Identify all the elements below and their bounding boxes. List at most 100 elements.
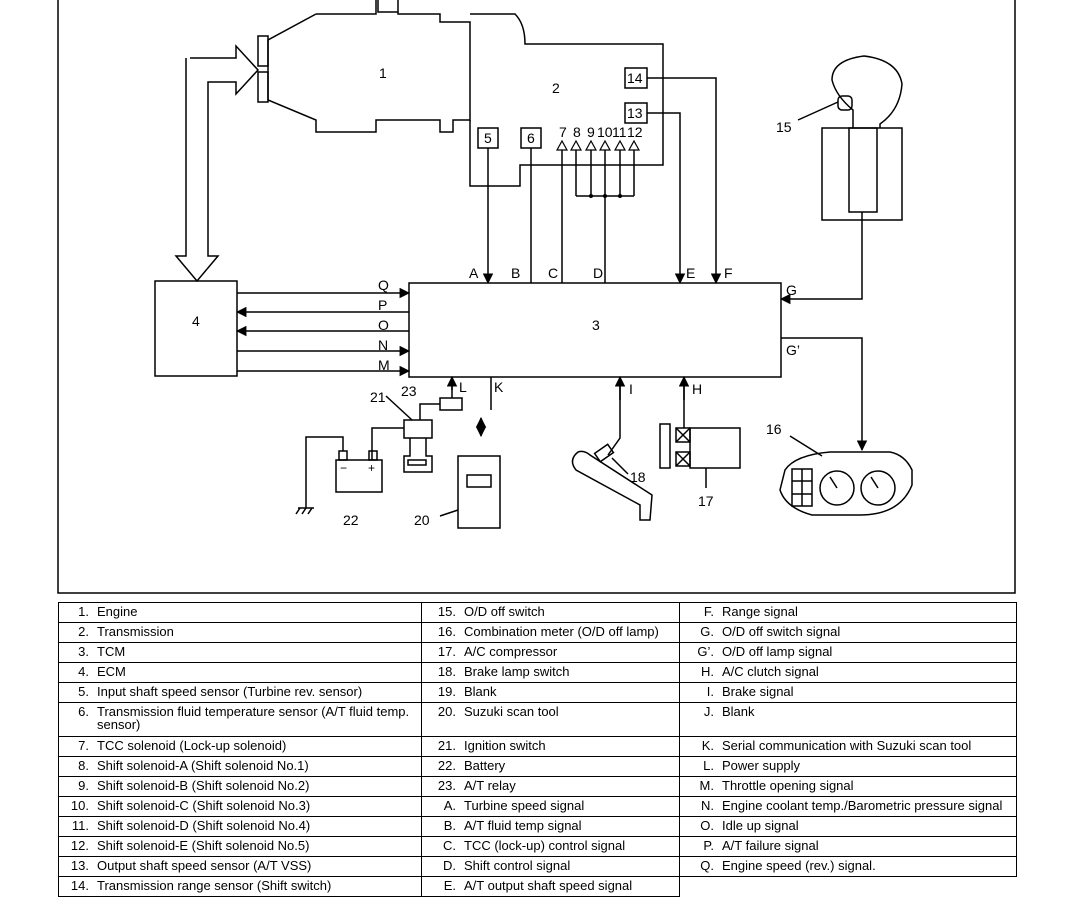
legend-cell: G.O/D off switch signal [679,622,1017,643]
legend-number: K. [701,738,714,753]
legend-entry: 3.TCM [59,643,421,660]
solenoid-12-label: 12 [627,124,643,140]
legend-cell: 23.A/T relay [421,776,680,797]
legend-entry: P.A/T failure signal [680,837,1016,854]
legend-entry: 18.Brake lamp switch [422,663,679,680]
legend-number: 9. [78,778,89,793]
sensor-6-label: 6 [527,130,535,146]
legend-text: Throttle opening signal [722,778,854,793]
combination-meter [779,435,913,516]
legend-number: 15. [437,604,456,619]
legend-cell: F. Range signal [679,602,1017,623]
legend-row: 13.Output shaft speed sensor (A/T VSS)D.… [58,856,1017,877]
signal-g: G [786,282,797,298]
legend-text: Range signal [722,604,798,619]
system-diagram: 1 2 5 6 13 14 7 8 9 10 11 12 [57,0,1016,594]
legend-number: G’. [697,644,714,659]
tcm-block [408,282,782,378]
legend-text: Shift solenoid-E (Shift solenoid No.5) [97,838,310,853]
legend-number: 23. [437,778,456,793]
legend-text: O/D off lamp signal [722,644,833,659]
legend-number: L. [703,758,714,773]
ecm-tcm-lines [235,287,411,377]
legend-cell: 18.Brake lamp switch [421,662,680,683]
legend-cell: 5.Input shaft speed sensor (Turbine rev.… [58,682,422,703]
legend-entry: G.O/D off switch signal [680,623,1016,640]
ignition-label: 21 [370,389,386,405]
legend-cell: P.A/T failure signal [679,836,1017,857]
legend-text: Shift solenoid-D (Shift solenoid No.4) [97,818,311,833]
legend-text: Blank [464,684,497,699]
legend-text: Shift control signal [464,858,571,873]
legend-cell: E.A/T output shaft speed signal [421,876,680,897]
meter-label: 16 [766,421,782,437]
legend-entry: E.A/T output shaft speed signal [422,877,679,894]
solenoid-11-label: 11 [612,124,627,140]
solenoid-labels: 7 8 9 10 11 12 [559,124,643,140]
legend-entry: A.Turbine speed signal [422,797,679,814]
legend-entry: I.Brake signal [680,683,1016,700]
legend-cell: N.Engine coolant temp./Barometric pressu… [679,796,1017,817]
legend-text: Shift solenoid-A (Shift solenoid No.1) [97,758,309,773]
legend-entry: 21.Ignition switch [422,737,679,754]
ecm-up-arrow [174,58,220,283]
legend-entry: 9.Shift solenoid-B (Shift solenoid No.2) [59,777,421,794]
legend-text: O/D off switch signal [722,624,841,639]
legend-entry: 12.Shift solenoid-E (Shift solenoid No.5… [59,837,421,854]
legend-number: I. [706,684,714,699]
legend-entry: 19. Blank [422,683,679,700]
tcm-label: 3 [592,317,600,333]
legend-cell: K. Serial communication with Suzuki scan … [679,736,1017,757]
legend-number: 16. [437,624,456,639]
legend-cell: 16.Combination meter (O/D off lamp) [421,622,680,643]
legend-text: Transmission [97,624,174,639]
legend-cell: 7.TCC solenoid (Lock-up solenoid) [58,736,422,757]
signal-g-prime: G’ [786,342,800,358]
signal-k: K [494,379,504,395]
legend-number: 17. [437,644,456,659]
legend-number: Q. [700,858,714,873]
signal-c: C [548,265,558,281]
sensor-13-label: 13 [627,105,643,121]
legend-number: 6. [78,704,89,719]
legend-text: Input shaft speed sensor (Turbine rev. s… [97,684,363,699]
legend-entry: F. Range signal [680,603,1016,620]
legend-number: 19. [437,684,456,699]
legend-number: 7. [78,738,89,753]
legend-text: Transmission fluid temperature sensor (A… [97,704,410,732]
legend-entry: Q. Engine speed (rev.) signal. [680,857,1016,874]
legend-entry: 2.Transmission [59,623,421,640]
legend-text: Serial communication with Suzuki scan to… [722,738,972,753]
signal-l: L [459,379,467,395]
legend-number: M. [699,778,714,793]
legend-cell: 19. Blank [421,682,680,703]
legend-entry: 10.Shift solenoid-C (Shift solenoid No.3… [59,797,421,814]
legend-entry: H.A/C clutch signal [680,663,1016,680]
legend-cell: O.Idle up signal [679,816,1017,837]
legend-cell: 1.Engine [58,602,422,623]
solenoid-triangles [555,139,641,151]
legend-number: 13. [70,858,89,873]
brake-switch-label: 18 [630,469,646,485]
od-off-switch [797,55,903,221]
legend-entry: 11.Shift solenoid-D (Shift solenoid No.4… [59,817,421,834]
signal-a: A [469,265,479,281]
battery-minus: − [340,461,347,475]
legend-number: 14. [70,878,89,893]
solenoid-9-label: 9 [587,124,595,140]
legend-text: TCC (lock-up) control signal [464,838,626,853]
legend-entry: 5.Input shaft speed sensor (Turbine rev.… [59,683,421,700]
meter-line [781,337,868,452]
legend-cell: 21.Ignition switch [421,736,680,757]
legend-text: Turbine speed signal [464,798,585,813]
legend-text: TCM [97,644,126,659]
legend-text: Output shaft speed sensor (A/T VSS) [97,858,312,873]
legend-number: F. [703,604,714,619]
legend-cell: M. Throttle opening signal [679,776,1017,797]
legend-entry: L.Power supply [680,757,1016,774]
legend-text: Engine speed (rev.) signal. [722,858,876,873]
solenoid-10-label: 10 [597,124,613,140]
legend-text: Transmission range sensor (Shift switch) [97,878,332,893]
